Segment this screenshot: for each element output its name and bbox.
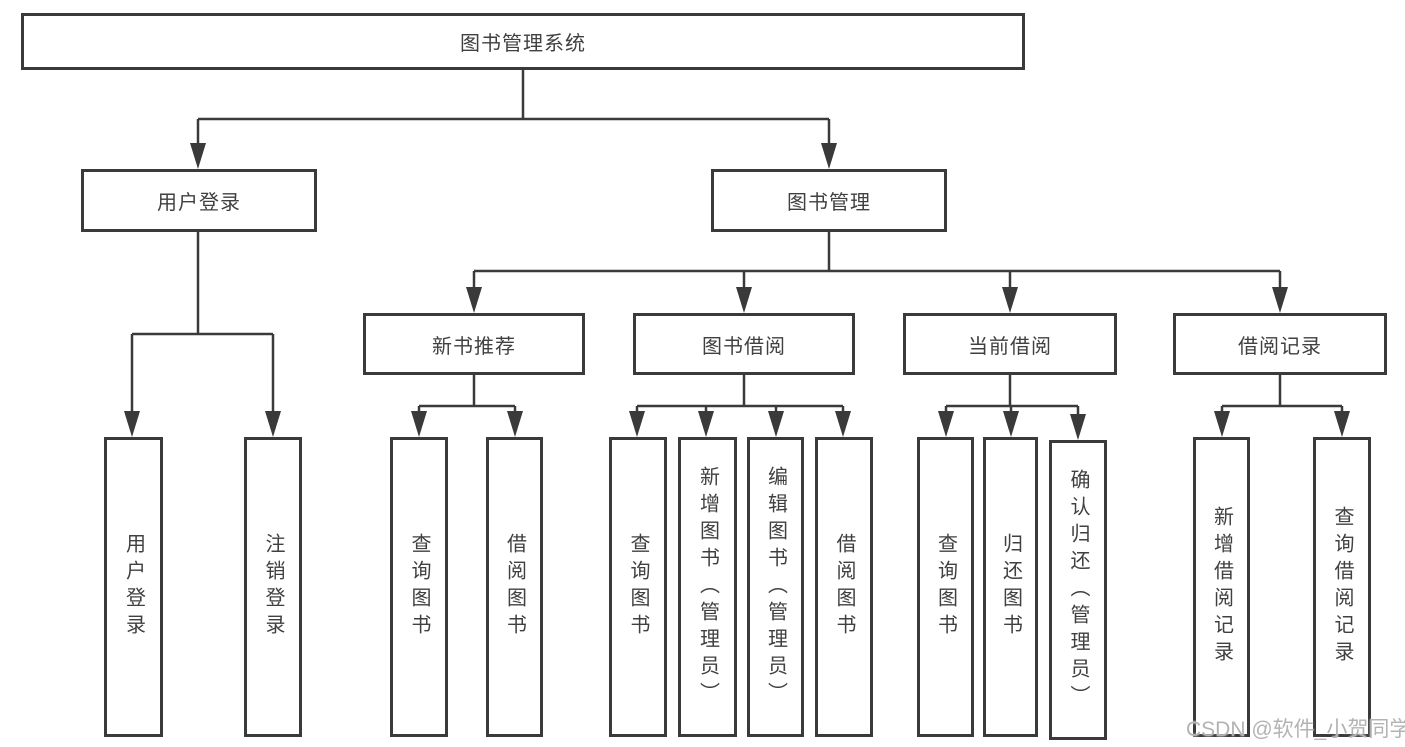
arrowhead: [768, 411, 784, 437]
arrowhead: [466, 287, 482, 313]
arrowhead: [1070, 414, 1086, 440]
arrowhead: [629, 411, 645, 437]
arrowhead: [736, 287, 752, 313]
leaf-query-books-borrowing: 查询图书: [609, 437, 667, 737]
leaf-borrow-books-recommend: 借阅图书: [486, 437, 543, 737]
watermark: CSDN @软件_小贺同学: [1186, 718, 1405, 741]
leaf-add-borrow-record: 新增借阅记录: [1193, 437, 1250, 737]
arrowhead: [507, 411, 523, 437]
node-book-borrowing: 图书借阅: [633, 313, 855, 375]
arrowhead: [1214, 411, 1230, 437]
arrowhead: [1272, 287, 1288, 313]
leaf-return-books: 归还图书: [983, 437, 1038, 737]
arrowhead: [1334, 411, 1350, 437]
leaf-confirm-return-admin: 确认归还（管理员）: [1049, 440, 1107, 740]
leaf-edit-books-admin: 编辑图书（管理员）: [747, 437, 804, 737]
node-new-book-recommend: 新书推荐: [363, 313, 585, 375]
node-library-system: 图书管理系统: [21, 13, 1025, 70]
node-current-borrowing: 当前借阅: [903, 313, 1117, 375]
arrowhead: [1002, 287, 1018, 313]
node-book-management: 图书管理: [711, 169, 947, 232]
arrowhead: [835, 411, 851, 437]
leaf-query-borrow-record: 查询借阅记录: [1313, 437, 1371, 737]
arrowhead: [265, 411, 281, 437]
arrowhead: [938, 411, 954, 437]
arrowhead: [821, 143, 837, 169]
node-user-login: 用户登录: [81, 169, 317, 232]
arrowhead: [698, 411, 714, 437]
leaf-query-books-recommend: 查询图书: [390, 437, 448, 737]
arrowhead: [411, 411, 427, 437]
leaf-logout-login: 注销登录: [244, 437, 302, 737]
arrowhead: [190, 143, 206, 169]
connector-path: [130, 70, 1344, 417]
arrowhead: [124, 411, 140, 437]
arrowhead: [1003, 411, 1019, 437]
node-borrowing-records: 借阅记录: [1173, 313, 1387, 375]
leaf-query-books-current: 查询图书: [917, 437, 974, 737]
leaf-user-login: 用户登录: [104, 437, 163, 737]
leaf-add-books-admin: 新增图书（管理员）: [678, 437, 737, 737]
leaf-borrow-books-borrowing: 借阅图书: [815, 437, 873, 737]
